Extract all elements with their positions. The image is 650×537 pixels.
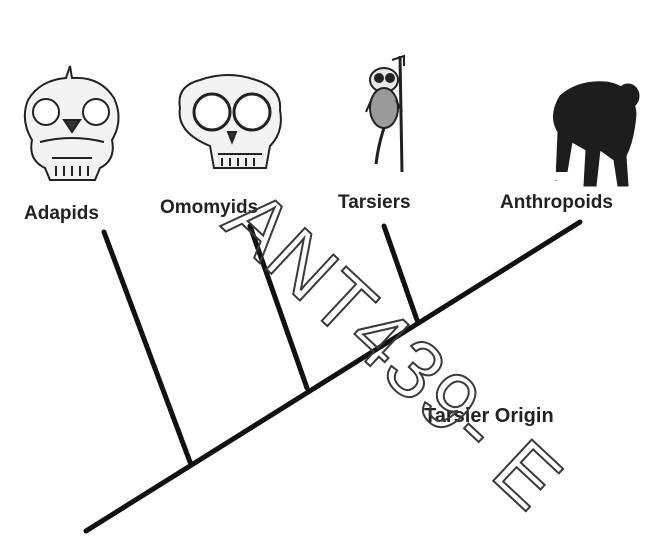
chimpanzee-icon — [553, 82, 639, 186]
omomyid-skull-icon — [179, 75, 280, 168]
label-anthropoids: Anthropoids — [500, 192, 613, 213]
label-adapids: Adapids — [24, 203, 99, 224]
watermark: ANT439- E — [208, 173, 580, 528]
tarsier-icon — [366, 56, 404, 172]
branch-adapids — [104, 232, 190, 462]
label-tarsiers: Tarsiers — [338, 192, 411, 213]
adapid-skull-icon — [25, 66, 119, 180]
